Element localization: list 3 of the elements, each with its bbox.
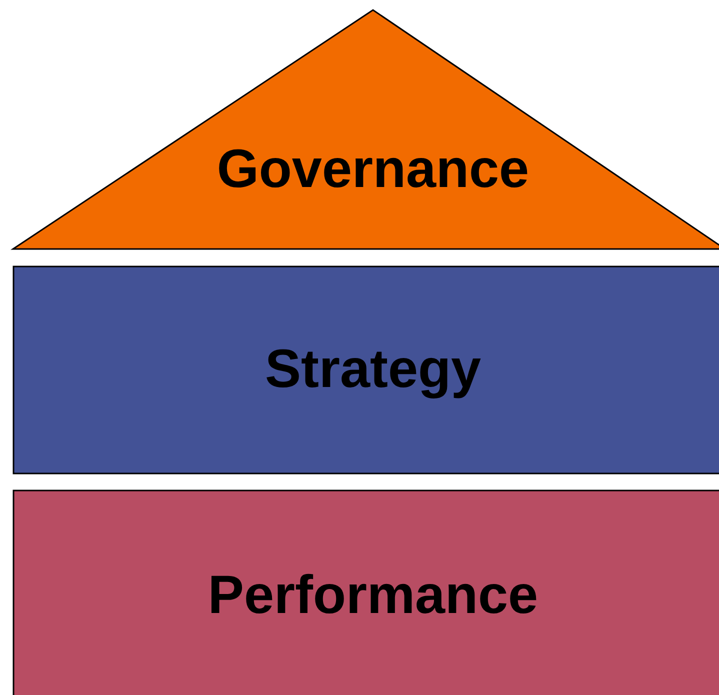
layer-label: Governance	[216, 138, 530, 200]
layer-label: Strategy	[264, 338, 482, 400]
layer-label: Performance	[208, 564, 538, 626]
